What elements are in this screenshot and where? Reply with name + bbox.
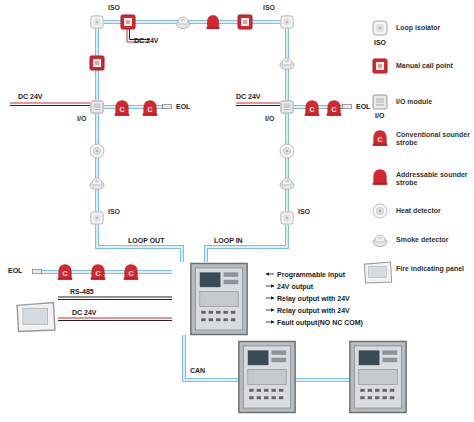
legend-text: I/O module (396, 98, 472, 106)
loop-wire (97, 114, 98, 211)
loop-isolator: ISO (280, 15, 294, 29)
device-label: ISO (263, 4, 275, 11)
wire-label: DC 24V (72, 308, 97, 317)
device-label: I/O (265, 115, 274, 122)
wire-label: DC 24V (18, 92, 43, 101)
wire-label: Relay output with 24V (277, 306, 350, 315)
sounder-mark: C (62, 269, 67, 278)
legend-text: Fire indicating panel (396, 265, 472, 273)
wire-label: EOL (8, 266, 22, 275)
wire-label: DC 24V (236, 92, 261, 101)
device-icon (90, 100, 104, 114)
sounder-mark: C (377, 135, 382, 144)
device-icon (280, 211, 294, 225)
sounder-mark: C (95, 269, 100, 278)
wire-label: LOOP IN (214, 236, 243, 245)
wire-label: DC 24V (134, 36, 159, 45)
loop-isolator: ISO (280, 211, 294, 225)
wire-label: I/O (375, 111, 384, 120)
wire-label: LOOP OUT (128, 236, 164, 245)
sounder-mark: C (119, 105, 124, 114)
legend-text: Manual call point (396, 62, 472, 70)
wire-label: EOL (176, 102, 190, 111)
wire-label: Fault output(NO NC COM) (277, 318, 363, 327)
sounder-mark: C (147, 105, 152, 114)
io-module: I/O (90, 100, 104, 114)
loop-isolator: ISO (90, 15, 104, 29)
wire-label: EOL (356, 102, 370, 111)
device-label: ISO (108, 208, 120, 215)
device-icon (90, 15, 104, 29)
device-label: ISO (108, 4, 120, 11)
device-label: ISO (298, 208, 310, 215)
sounder-mark: C (331, 105, 336, 114)
wire-label: Relay output with 24V (277, 294, 350, 303)
wire-label: RS-485 (70, 287, 94, 296)
device-icon (280, 15, 294, 29)
legend-text: Smoke detector (396, 236, 472, 244)
loop-isolator: ISO (90, 211, 104, 225)
legend-text: Addressable sounder strobe (396, 171, 472, 187)
loop-wire (287, 114, 288, 211)
wire-label: 24V output (277, 282, 313, 291)
device-icon (280, 100, 294, 114)
wire-label: Programmable input (277, 270, 345, 279)
legend-text: Heat detector (396, 207, 472, 215)
wire-label: ISO (374, 38, 386, 47)
device-label: I/O (77, 115, 86, 122)
sounder-mark: C (309, 105, 314, 114)
legend-text: Conventional sounder strobe (396, 131, 472, 147)
sounder-mark: C (128, 269, 133, 278)
wire-label: CAN (190, 366, 205, 375)
io-module: I/O (280, 100, 294, 114)
legend-text: Loop isolator (396, 24, 472, 32)
device-icon (90, 211, 104, 225)
